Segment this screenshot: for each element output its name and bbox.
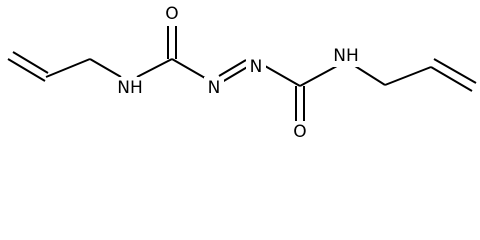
atom-nh-left: NH xyxy=(117,78,143,98)
bond-vinyl-right-double-a xyxy=(430,66,473,92)
bond-azo-b xyxy=(218,59,247,77)
bond-vinyl-right-double-b xyxy=(433,58,477,84)
bond-vinyl-left-double-b xyxy=(12,51,49,74)
bonds xyxy=(7,26,477,121)
bond-azo-a xyxy=(221,65,250,83)
bond-carbonyl-n-left xyxy=(171,58,206,79)
atom-n-right: N xyxy=(250,57,263,77)
bond-vinyl-left-single xyxy=(45,58,91,78)
bond-ch2-nh-left xyxy=(89,58,122,78)
atom-o-bottom: O xyxy=(293,122,306,142)
bond-carbonyl-nh-right xyxy=(299,65,338,87)
atom-o-top: O xyxy=(165,4,178,24)
bond-nh-carbonyl-left xyxy=(136,58,173,78)
atom-labels: O NH N N NH O xyxy=(116,3,362,143)
bond-n-carbonyl-right xyxy=(264,65,301,87)
bond-vinyl-left-double-a xyxy=(7,58,46,82)
bond-vinyl-right-single xyxy=(384,66,432,86)
molecular-structure: O NH N N NH O xyxy=(7,3,477,143)
atom-nh-right: NH xyxy=(333,46,359,66)
atom-n-left: N xyxy=(208,78,221,98)
bond-nh-ch2-right xyxy=(354,65,386,86)
